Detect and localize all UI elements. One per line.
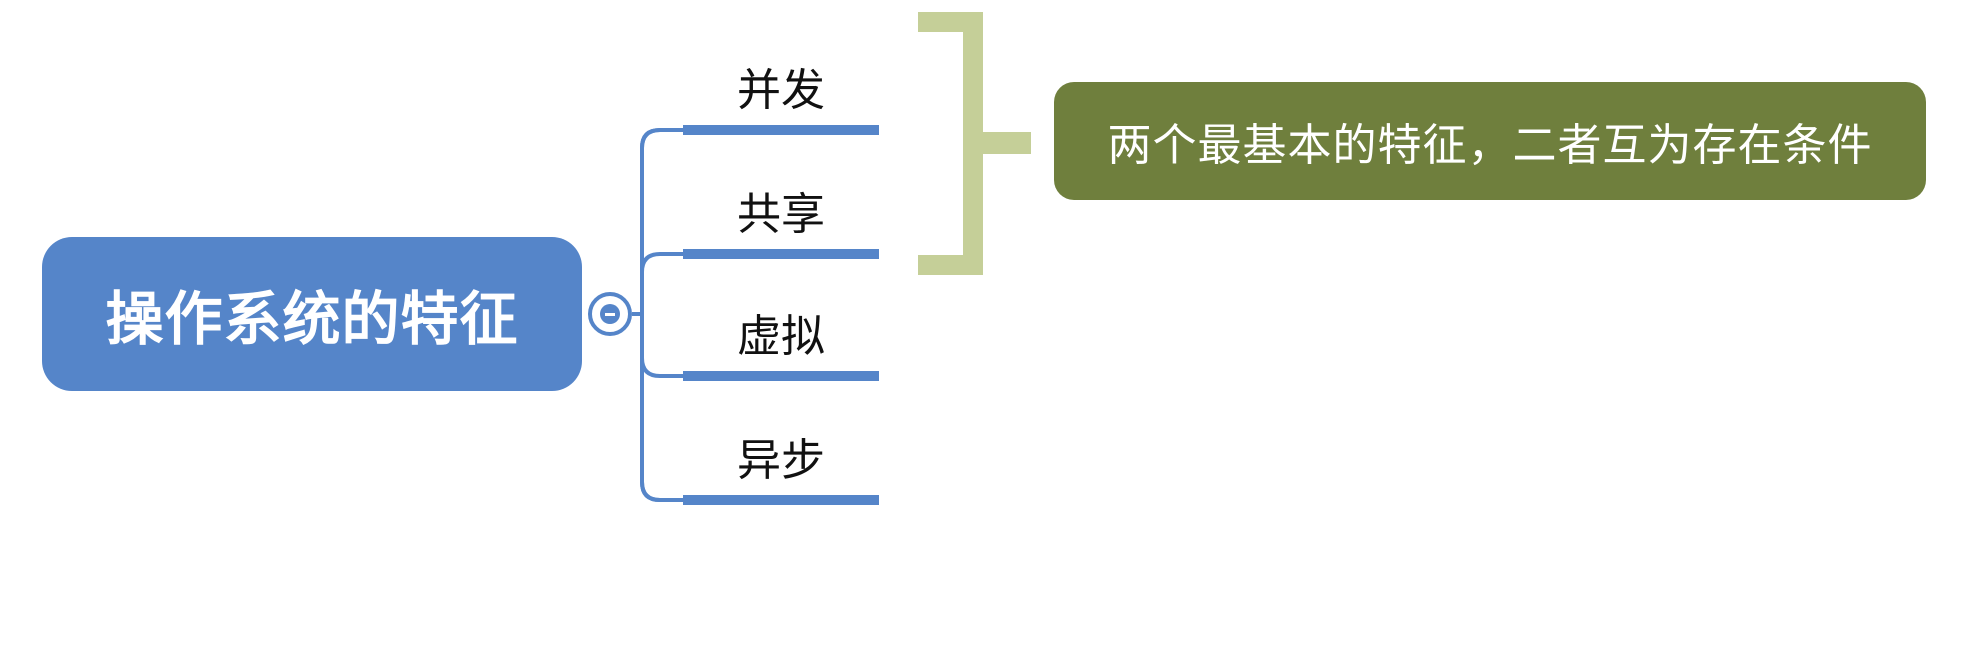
summary-topic[interactable]: 两个最基本的特征，二者互为存在条件	[1054, 82, 1926, 200]
subtopic-label: 共享	[737, 189, 825, 240]
minus-icon	[600, 304, 620, 324]
subtopic-virtual[interactable]: 虚拟	[683, 304, 879, 364]
connector-branch-1	[640, 128, 683, 149]
subtopic-sharing[interactable]: 共享	[683, 182, 879, 242]
subtopic-concurrency[interactable]: 并发	[683, 58, 879, 118]
connector-branch-3	[640, 357, 683, 378]
connector-spine	[640, 128, 661, 502]
branch-underline-1	[683, 125, 879, 135]
subtopic-label: 并发	[737, 65, 825, 116]
central-topic-label: 操作系统的特征	[105, 285, 519, 353]
summary-bracket-stem	[983, 132, 1031, 154]
collapse-button[interactable]	[588, 292, 632, 336]
summary-label: 两个最基本的特征，二者互为存在条件	[1107, 120, 1873, 171]
subtopic-label: 虚拟	[737, 311, 825, 362]
subtopic-async[interactable]: 异步	[683, 428, 879, 488]
branch-underline-2	[683, 249, 879, 259]
branch-underline-4	[683, 495, 879, 505]
branch-underline-3	[683, 371, 879, 381]
central-topic[interactable]: 操作系统的特征	[42, 237, 582, 391]
connector-branch-4	[640, 481, 683, 502]
summary-bracket	[918, 12, 983, 275]
connector-branch-2	[640, 252, 683, 273]
subtopic-label: 异步	[737, 435, 825, 486]
